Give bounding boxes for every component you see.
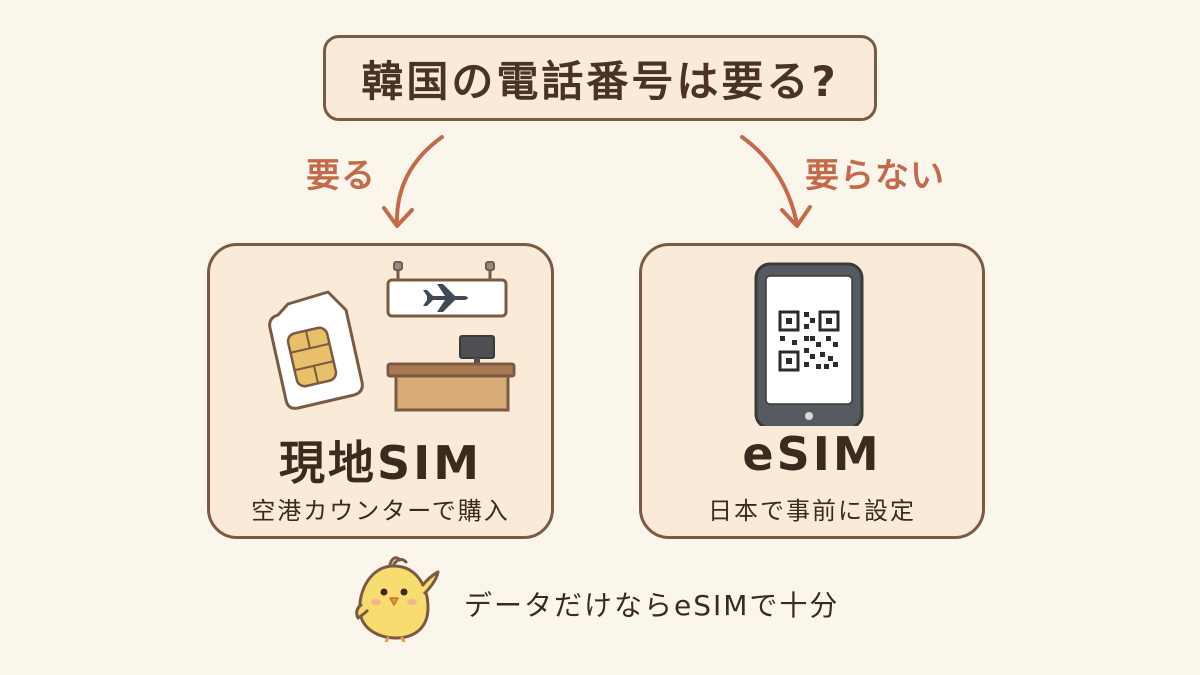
chick-mascot-icon xyxy=(355,556,440,642)
sim-card-icon xyxy=(268,290,364,410)
local-sim-illustration xyxy=(268,261,516,412)
esim-subtitle: 日本で事前に設定 xyxy=(708,497,916,525)
local-sim-card: 現地SIM 空港カウンターで購入 xyxy=(207,243,554,539)
smartphone-icon xyxy=(754,262,864,426)
qr-code-icon xyxy=(778,310,840,372)
branch-label-no: 要らない xyxy=(805,156,945,196)
question-text: 韓国の電話番号は要る? xyxy=(361,56,839,106)
airport-counter-icon xyxy=(386,261,516,412)
arrow-no xyxy=(740,135,812,228)
local-sim-subtitle: 空港カウンターで購入 xyxy=(251,497,510,525)
branch-label-yes: 要る xyxy=(306,156,376,196)
footer-note: データだけならeSIMで十分 xyxy=(464,589,840,622)
airplane-icon xyxy=(423,284,468,312)
esim-title: eSIM xyxy=(742,427,882,481)
esim-illustration xyxy=(754,262,864,426)
arrow-yes xyxy=(382,135,444,228)
question-box: 韓国の電話番号は要る? xyxy=(323,35,877,121)
esim-card: eSIM 日本で事前に設定 xyxy=(639,243,985,539)
local-sim-title: 現地SIM xyxy=(278,436,483,490)
